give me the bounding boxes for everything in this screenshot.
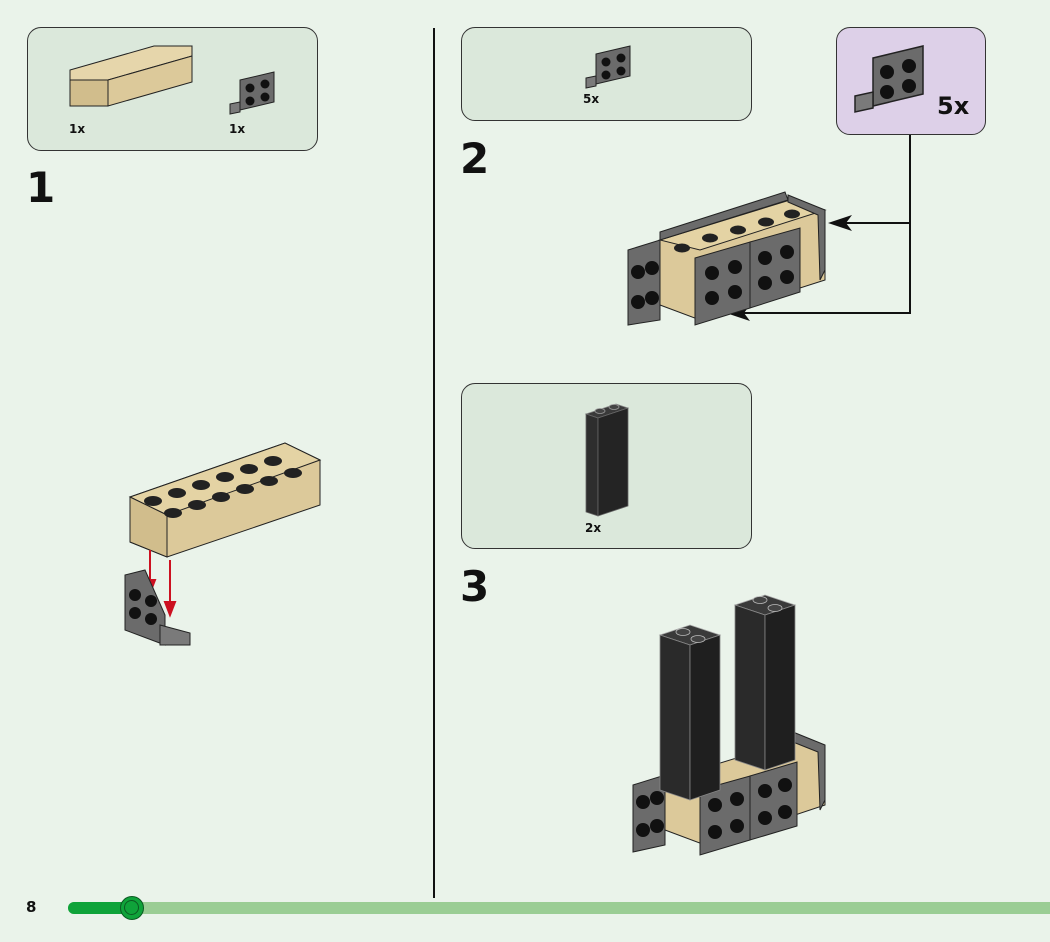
step-2-parts-box: 5x <box>461 27 752 121</box>
bracket-icon <box>124 569 191 646</box>
step-1-parts-box: 1x 1x <box>27 27 318 151</box>
step-1-part-2-qty: 1x <box>229 122 246 136</box>
step-1-number: 1 <box>26 163 56 212</box>
page-number: 8 <box>26 898 37 916</box>
step-3-parts-box: 2x <box>461 383 752 549</box>
callout-arrow-icon <box>828 215 852 231</box>
step-2-part-1-qty: 5x <box>583 92 600 106</box>
step-2-illustration <box>627 135 911 326</box>
tan-brick-2x6-icon <box>128 442 322 558</box>
bracket-icon <box>854 45 924 113</box>
step-2-callout-box: 5x <box>836 27 986 135</box>
bracket-icon <box>585 45 631 89</box>
step-3-part-1-qty: 2x <box>585 521 602 535</box>
step-3-illustration <box>632 594 826 856</box>
step-1-illustration <box>124 442 322 646</box>
step-3-number: 3 <box>460 562 490 611</box>
black-brick-1x2x5-icon <box>733 594 797 771</box>
progress-knob[interactable] <box>119 896 144 920</box>
tan-brick-2x6-icon <box>69 45 193 107</box>
black-brick-1x2x5-icon <box>658 624 722 801</box>
bracket-icon <box>229 71 275 115</box>
callout-connector-line <box>730 135 911 314</box>
black-brick-1x2x5-icon <box>584 403 630 517</box>
progress-track <box>68 902 1050 914</box>
step-2-callout-qty: 5x <box>937 92 970 120</box>
step-2-number: 2 <box>460 134 490 183</box>
progress-fill <box>68 902 132 914</box>
step-1-part-1-qty: 1x <box>69 122 86 136</box>
column-divider <box>433 28 435 898</box>
